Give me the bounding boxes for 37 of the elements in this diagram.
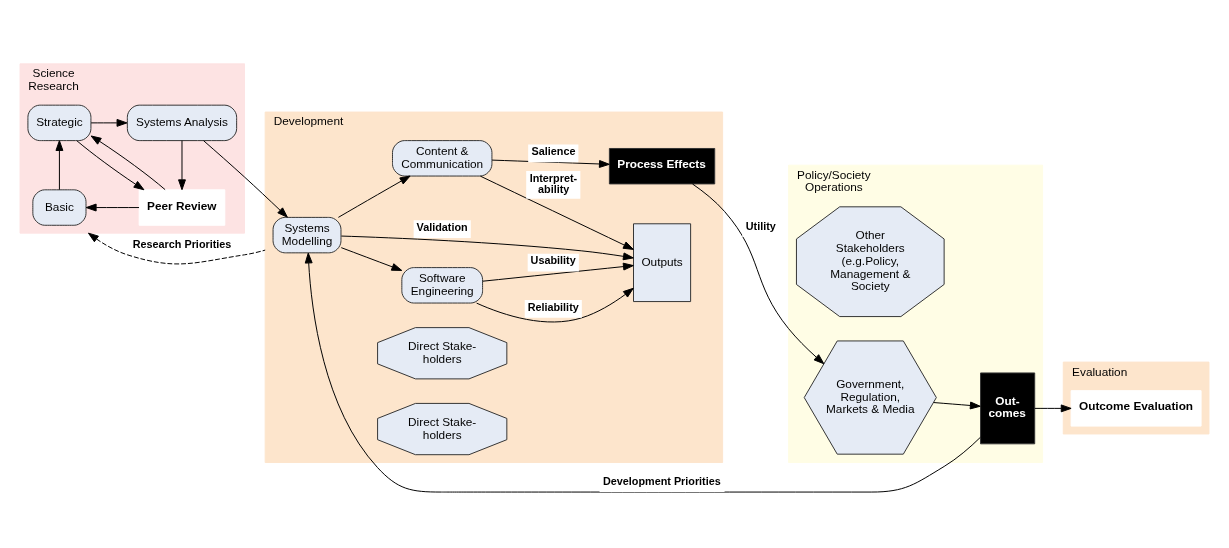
node-box: Systems Modelling: [272, 216, 342, 254]
arrow: [340, 235, 634, 261]
edge-label: Development Priorities: [602, 474, 721, 487]
arrow: [90, 118, 128, 127]
node-box: Software Engineering: [401, 267, 484, 304]
node-box: Peer Review: [138, 189, 226, 226]
node-box: Outcome Evaluation: [1070, 390, 1202, 427]
arrow: [691, 183, 825, 365]
arrow: [340, 247, 403, 271]
node-box: Systems Analysis: [126, 104, 238, 142]
arrow: [76, 140, 145, 191]
arrow: [491, 159, 610, 168]
arrow: [476, 287, 634, 323]
arrow: [479, 175, 634, 250]
arrow: [85, 203, 140, 212]
edge-label: Validation: [416, 220, 468, 233]
edge-label: Utility: [745, 219, 776, 232]
arrow: [203, 140, 288, 218]
arrow: [87, 232, 266, 265]
arrow: [1034, 404, 1072, 413]
arrow: [933, 401, 981, 410]
node-box: Content & Communication: [392, 140, 493, 177]
arrow: [55, 140, 64, 191]
node-box: Basic: [32, 189, 87, 226]
edge-label: Interpret- ability: [529, 171, 578, 195]
arrow: [90, 135, 166, 191]
node-box: Out- comes: [980, 372, 1036, 445]
edge-label: Salience: [531, 145, 576, 158]
node-box: Process Effects: [608, 148, 716, 185]
arrow: [178, 140, 186, 191]
arrow: [337, 175, 411, 218]
edge-label: Usability: [530, 254, 576, 267]
edge-label: Reliability: [527, 300, 579, 313]
arrow: [482, 262, 634, 282]
edge-label: Research Priorities: [132, 237, 232, 250]
node-box: Strategic: [27, 104, 92, 142]
node-box: Outputs: [633, 223, 692, 303]
